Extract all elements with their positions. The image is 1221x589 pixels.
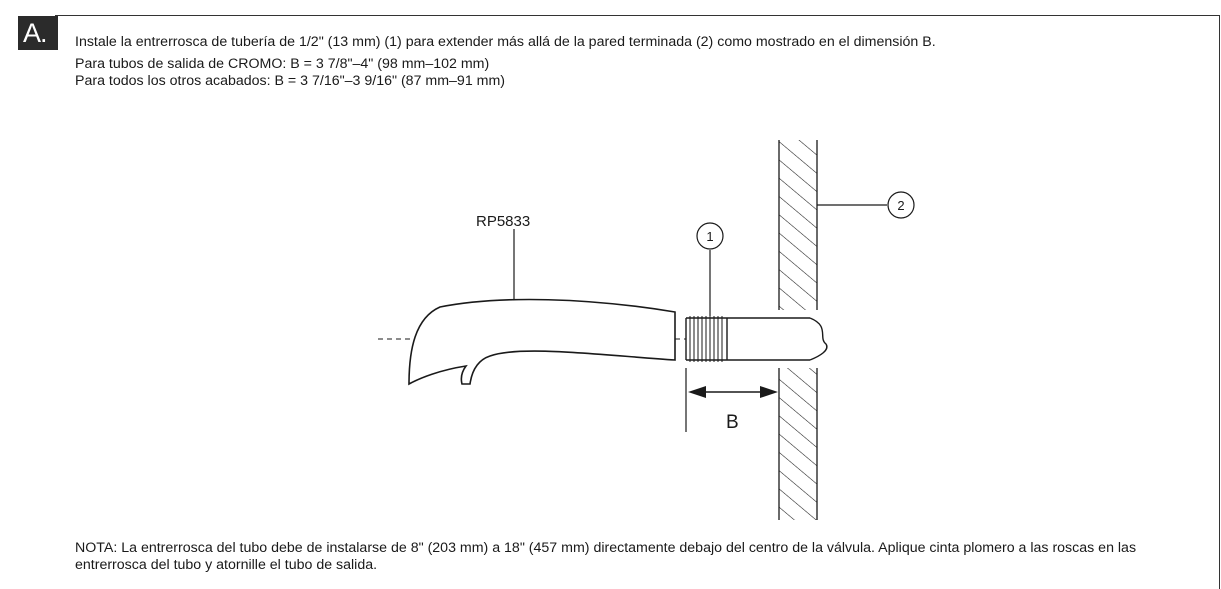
- spout-illustration: [408, 298, 676, 386]
- pipe-nipple: [685, 316, 828, 362]
- callout-2-number: 2: [897, 198, 904, 213]
- dimension-b: [685, 368, 778, 432]
- step-badge: A.: [18, 16, 58, 50]
- panel-top-border: [55, 15, 1220, 16]
- dimension-b-label: B: [726, 412, 739, 433]
- note-text: NOTA: La entrerrosca del tubo debe de in…: [75, 540, 1137, 573]
- callout-1-circle: [696, 222, 724, 250]
- main-instruction: Instale la entrerrosca de tubería de 1/2…: [75, 34, 936, 50]
- spec-chrome: Para tubos de salida de CROMO: B = 3 7/8…: [75, 56, 490, 72]
- callout-2-circle: [887, 191, 915, 219]
- spout-model-label: RP5833: [476, 213, 530, 230]
- spec-other-finishes: Para todos los otros acabados: B = 3 7/1…: [75, 73, 506, 89]
- callout-1-number: 1: [706, 229, 713, 244]
- finished-wall: [778, 140, 818, 520]
- panel-right-border: [1219, 15, 1220, 589]
